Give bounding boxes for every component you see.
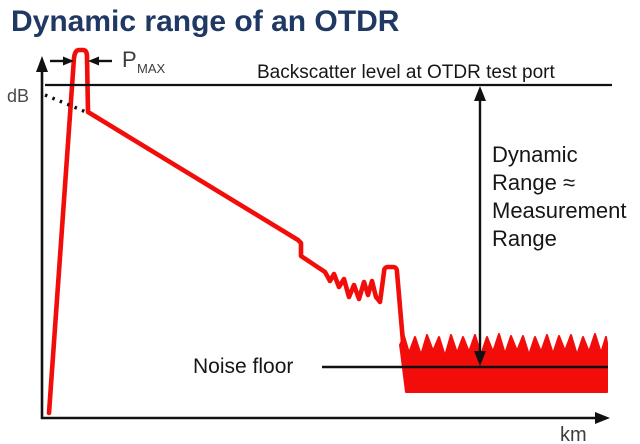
dynamic-range-label-line3: Measurement (492, 198, 627, 223)
pmax-label: P (122, 47, 137, 72)
dynamic-range-label-line4: Range (492, 226, 557, 251)
dynamic-range-label-line1: Dynamic (492, 142, 578, 167)
pmax-subscript: MAX (137, 61, 166, 76)
dynamic-range-arrowhead-top-icon (474, 86, 486, 101)
x-axis-arrowhead-icon (595, 412, 610, 424)
dynamic-range-label-line2: Range ≈ (492, 170, 575, 195)
pmax-right-arrowhead-icon (88, 56, 99, 66)
noise-floor-label: Noise floor (193, 355, 293, 378)
page-title: Dynamic range of an OTDR (11, 5, 400, 38)
backscatter-label: Backscatter level at OTDR test port (257, 62, 555, 83)
pmax-left-arrowhead-icon (63, 56, 74, 66)
x-axis-label: km (560, 424, 587, 444)
y-axis-arrowhead-icon (36, 56, 48, 72)
dynamic-range-arrowhead-bottom-icon (474, 351, 486, 366)
noise-floor-block (399, 333, 608, 393)
otdr-trace (46, 47, 406, 416)
y-axis-label: dB (7, 86, 29, 106)
backscatter-extrapolation-dotted-line (44, 93, 87, 114)
